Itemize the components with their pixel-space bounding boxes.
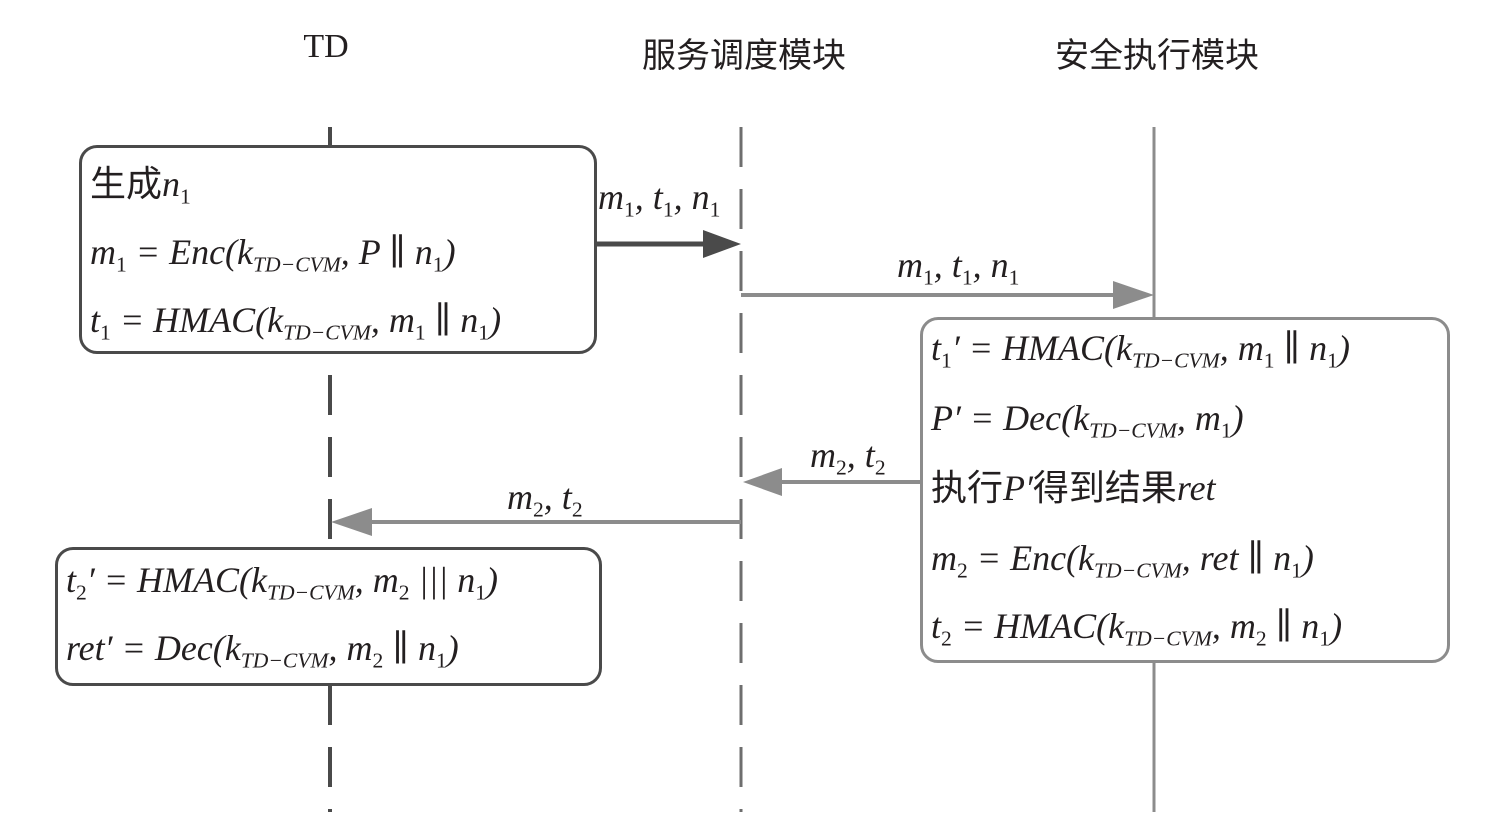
msg4-label: m2, t2 xyxy=(507,477,583,522)
participant-dispatcher: 服务调度模块 xyxy=(642,38,846,75)
lhs: P′ xyxy=(931,398,961,438)
arrow-msg2 xyxy=(741,281,1154,309)
sub: 2 xyxy=(1255,626,1267,651)
mid: ||| n xyxy=(409,560,476,600)
args: , m xyxy=(370,300,415,340)
box-line: 生成n1 xyxy=(90,166,191,208)
prime: ′ xyxy=(951,328,960,368)
args: , m xyxy=(1211,606,1256,646)
rhs: = Dec(k xyxy=(121,628,241,668)
var: n xyxy=(162,164,181,204)
tail: ) xyxy=(443,232,456,272)
lhs: t xyxy=(931,328,942,368)
box-line: t1 = HMAC(kTD−CVM, m1 ∥ n1) xyxy=(90,302,501,344)
rhs: = HMAC(k xyxy=(960,606,1125,646)
key-sub: TD−CVM xyxy=(1124,626,1212,651)
tail: ) xyxy=(1301,538,1314,578)
box-line: m1 = Enc(kTD−CVM, P ∥ n1) xyxy=(90,234,456,276)
box-line: P′ = Dec(kTD−CVM, m1) xyxy=(931,400,1244,442)
lhs: t xyxy=(90,300,101,340)
msg2-label: m1, t1, n1 xyxy=(897,245,1020,290)
key-sub: TD−CVM xyxy=(266,580,355,605)
sub: 1 xyxy=(100,320,111,345)
arrow-msg3 xyxy=(743,468,922,496)
mid: ∥ n xyxy=(425,300,479,340)
sub: 2 xyxy=(957,558,968,583)
lhs: t xyxy=(931,606,942,646)
rhs: = Dec(k xyxy=(969,398,1090,438)
args: , m xyxy=(1176,398,1221,438)
rhs: = HMAC(k xyxy=(103,560,267,600)
arrow-msg4 xyxy=(331,508,741,536)
participant-td: TD xyxy=(303,28,349,65)
var: ret xyxy=(1176,468,1216,508)
args: , m xyxy=(1219,328,1264,368)
sub: 1 xyxy=(180,184,191,209)
prime: ′ xyxy=(86,560,95,600)
key-sub: TD−CVM xyxy=(1131,348,1220,373)
sub: 1 xyxy=(1319,626,1331,651)
key-sub: TD−CVM xyxy=(283,320,371,345)
box-line: t1′ = HMAC(kTD−CVM, m1 ∥ n1) xyxy=(931,330,1350,372)
td-compute-box: 生成n1 m1 = Enc(kTD−CVM, P ∥ n1) t1 = HMAC… xyxy=(79,145,597,354)
box-line: 执行P′得到结果ret xyxy=(931,470,1216,506)
participant-executor: 安全执行模块 xyxy=(1055,38,1259,75)
msg3-label: m2, t2 xyxy=(810,435,886,480)
sub: 1 xyxy=(478,320,490,345)
mid: ∥ n xyxy=(1274,328,1328,368)
tail: ) xyxy=(1231,398,1244,438)
sub: 1 xyxy=(475,580,486,605)
sub: 1 xyxy=(1220,418,1232,443)
sub: 1 xyxy=(432,252,444,277)
lhs: m xyxy=(90,232,116,272)
tail: ) xyxy=(489,300,502,340)
text: 执行 xyxy=(931,468,1004,508)
sub: 1 xyxy=(1291,558,1302,583)
rhs: = Enc(k xyxy=(135,232,254,272)
args: , P ∥ n xyxy=(340,232,433,272)
key-sub: TD−CVM xyxy=(1094,558,1182,583)
sub: 1 xyxy=(941,348,952,373)
rhs: = HMAC(k xyxy=(968,328,1132,368)
box-line: t2′ = HMAC(kTD−CVM, m2 ||| n1) xyxy=(66,562,498,604)
executor-compute-box: t1′ = HMAC(kTD−CVM, m1 ∥ n1) P′ = Dec(kT… xyxy=(920,317,1450,663)
var: P′ xyxy=(1003,468,1033,508)
text: 生成 xyxy=(90,164,163,204)
tail: ) xyxy=(446,628,459,668)
tail: ) xyxy=(486,560,498,600)
text: 得到结果 xyxy=(1032,468,1177,508)
sub: 1 xyxy=(1327,348,1338,373)
box-line: t2 = HMAC(kTD−CVM, m2 ∥ n1) xyxy=(931,608,1342,650)
sub: 1 xyxy=(435,648,447,673)
key-sub: TD−CVM xyxy=(253,252,341,277)
args: , m xyxy=(328,628,373,668)
mid: ∥ n xyxy=(383,628,436,668)
rhs: = HMAC(k xyxy=(119,300,284,340)
lhs: ret′ xyxy=(66,628,113,668)
rhs: = Enc(k xyxy=(976,538,1095,578)
tail: ) xyxy=(1330,606,1343,646)
box-line: ret′ = Dec(kTD−CVM, m2 ∥ n1) xyxy=(66,630,459,672)
sub: 2 xyxy=(398,580,410,605)
lhs: m xyxy=(931,538,957,578)
tail: ) xyxy=(1337,328,1350,368)
td-verify-box: t2′ = HMAC(kTD−CVM, m2 ||| n1) ret′ = De… xyxy=(55,547,602,686)
msg1-label: m1, t1, n1 xyxy=(598,177,721,222)
args: , m xyxy=(354,560,399,600)
key-sub: TD−CVM xyxy=(240,648,329,673)
sub: 2 xyxy=(76,580,87,605)
lhs: t xyxy=(66,560,77,600)
sub: 1 xyxy=(1263,348,1275,373)
sub: 1 xyxy=(116,252,127,277)
box-line: m2 = Enc(kTD−CVM, ret ∥ n1) xyxy=(931,540,1314,582)
sub: 2 xyxy=(941,626,952,651)
sub: 2 xyxy=(372,648,384,673)
args: , ret ∥ n xyxy=(1181,538,1292,578)
arrow-msg1 xyxy=(596,230,741,258)
key-sub: TD−CVM xyxy=(1089,418,1177,443)
mid: ∥ n xyxy=(1266,606,1320,646)
sub: 1 xyxy=(414,320,426,345)
